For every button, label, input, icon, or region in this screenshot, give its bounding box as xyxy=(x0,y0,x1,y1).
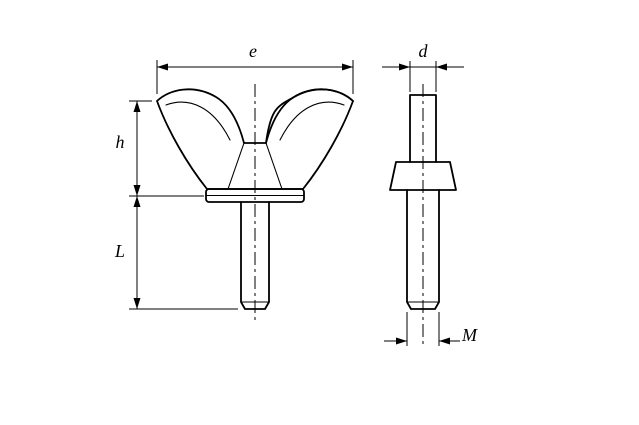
dim-h-arrow-top xyxy=(133,101,141,112)
boss-edge-right xyxy=(265,142,283,190)
dim-L-arrow-top xyxy=(133,196,141,207)
wing-head-top-right xyxy=(265,88,354,144)
front-view xyxy=(156,84,354,321)
dim-M-label: M xyxy=(461,325,478,345)
dim-d-arrow-right xyxy=(436,63,447,71)
dim-d-label: d xyxy=(419,41,429,61)
side-dimensions: d M xyxy=(382,41,478,346)
dim-e-arrow-left xyxy=(157,63,168,71)
dim-L-arrow-bottom xyxy=(133,298,141,309)
dim-h-arrow-bottom xyxy=(133,185,141,196)
front-dimensions: e h L xyxy=(114,41,354,310)
dim-e-arrow-right xyxy=(342,63,353,71)
side-view xyxy=(389,84,457,347)
dim-M-arrow-left xyxy=(396,337,407,345)
dim-M-extension-lines xyxy=(406,312,440,346)
dim-d-arrow-left xyxy=(399,63,410,71)
dim-h-label: h xyxy=(116,132,125,152)
wing-inner-line-right xyxy=(279,101,345,141)
dim-L-label: L xyxy=(114,241,125,261)
dim-d-extension-lines xyxy=(409,61,437,92)
wing-inner-line-left xyxy=(165,101,231,141)
dim-e-extension-lines xyxy=(156,60,354,94)
boss-edge-left xyxy=(227,142,245,190)
dim-M-arrow-right xyxy=(439,337,450,345)
dim-h-extension-lines xyxy=(129,100,204,197)
dim-e-label: e xyxy=(249,41,257,61)
